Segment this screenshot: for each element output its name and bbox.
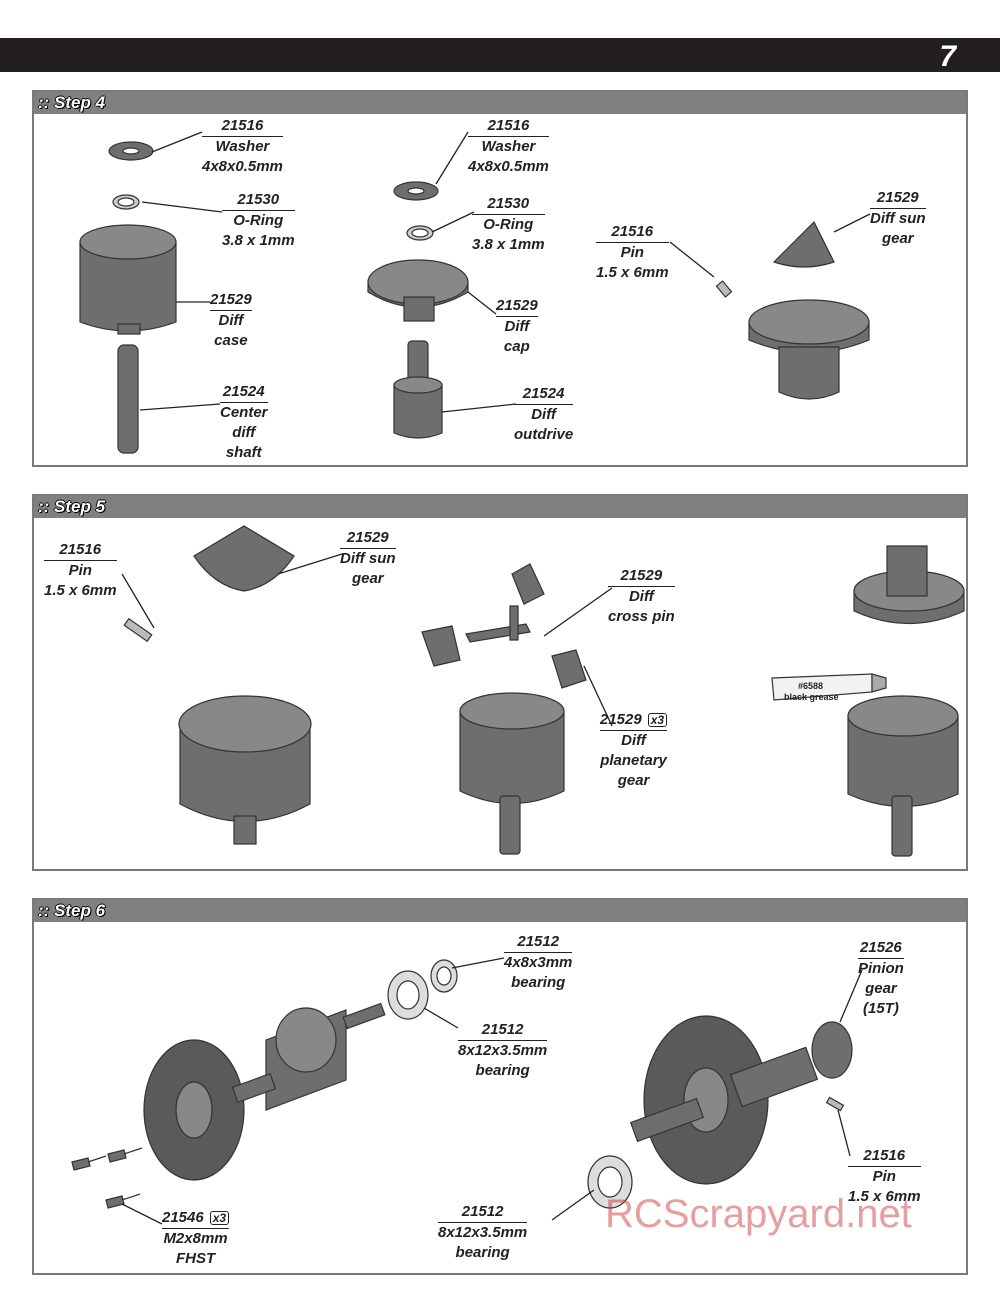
- callout-o-ring: 21530 O-Ring 3.8 x 1mm: [222, 191, 295, 249]
- step-6-header: :: Step 6: [34, 900, 966, 922]
- callout-sun-gear-5: 21529 Diff sun gear: [340, 529, 396, 587]
- step-4-illustration: [79, 131, 871, 454]
- callout-diff-cap: 21529 Diff cap: [496, 297, 538, 355]
- callout-bearing-8x12-b: 21512 8x12x3.5mm bearing: [438, 1203, 528, 1261]
- callout-bearing-8x12: 21512 8x12x3.5mm bearing: [458, 1021, 548, 1079]
- callout-center-diff-shaft: 21524 Center diff shaft: [220, 383, 268, 461]
- callout-pin-6: 21516 Pin 1.5 x 6mm: [848, 1147, 921, 1205]
- page-number: 7: [939, 40, 956, 73]
- callout-washer-2: 21516 Washer 4x8x0.5mm: [468, 117, 549, 175]
- callout-pin: 21516 Pin 1.5 x 6mm: [596, 223, 669, 281]
- quantity-badge: x3: [647, 713, 668, 728]
- step-6-panel: :: Step 6: [32, 898, 968, 1275]
- grease-code: #6588: [798, 681, 823, 691]
- quantity-badge: x3: [209, 1211, 230, 1226]
- step-4-title: :: Step 4: [38, 93, 106, 112]
- top-band: [0, 38, 1000, 72]
- step-6-title: :: Step 6: [38, 901, 106, 920]
- step-5-panel: :: Step 5 #6588 bla: [32, 494, 968, 871]
- callout-diff-outdrive: 21524 Diff outdrive: [514, 385, 574, 443]
- step-4-panel: :: Step 4: [32, 90, 968, 467]
- callout-diff-sun-gear: 21529 Diff sun gear: [870, 189, 926, 247]
- grease-text: black grease: [784, 692, 839, 702]
- step-5-illustration: #6588 black grease: [121, 525, 965, 857]
- watermark: RCScrapyard.net: [605, 1192, 912, 1236]
- callout-pin-5: 21516 Pin 1.5 x 6mm: [44, 541, 117, 599]
- callout-diff-case: 21529 Diff case: [210, 291, 252, 349]
- step-6-illustration: [71, 957, 863, 1225]
- step-5-title: :: Step 5: [38, 497, 106, 516]
- step-4-header: :: Step 4: [34, 92, 966, 114]
- callout-cross-pin: 21529 Diff cross pin: [608, 567, 675, 625]
- step-5-header: :: Step 5: [34, 496, 966, 518]
- callout-pinion-gear: 21526 Pinion gear (15T): [858, 939, 904, 1017]
- callout-washer: 21516 Washer 4x8x0.5mm: [202, 117, 283, 175]
- callout-o-ring-2: 21530 O-Ring 3.8 x 1mm: [472, 195, 545, 253]
- callout-bearing-4x8: 21512 4x8x3mm bearing: [504, 933, 573, 991]
